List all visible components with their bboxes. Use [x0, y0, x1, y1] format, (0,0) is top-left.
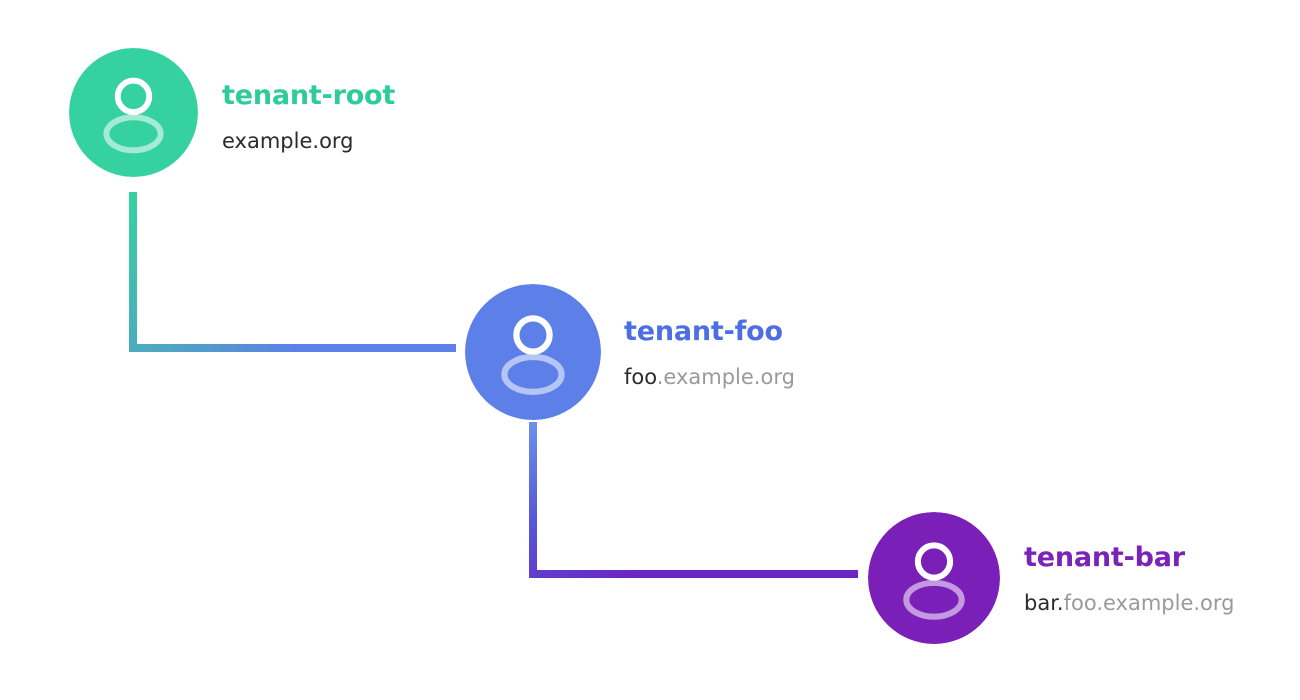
edge-foo-to-bar: [529, 422, 858, 578]
edge-root-to-foo: [129, 192, 456, 352]
node-label-group: tenant-root example.org: [222, 82, 395, 152]
node-domain: example.org: [222, 131, 395, 152]
node-title: tenant-root: [222, 80, 396, 111]
avatar-head-ring: [914, 542, 954, 581]
avatar-head-ring: [114, 77, 153, 116]
node-title: tenant-foo: [624, 316, 783, 347]
node-domain-suffix: foo.example.org: [1063, 591, 1235, 615]
avatar-body-ring: [501, 353, 565, 395]
node-domain-prefix: bar.: [1024, 591, 1064, 615]
user-avatar-icon: [69, 48, 198, 177]
node-domain-prefix: example.org: [222, 129, 354, 153]
node-label-group: tenant-foo foo.example.org: [624, 318, 795, 388]
node-domain: foo.example.org: [624, 367, 795, 388]
node-domain-suffix: .example.org: [656, 365, 795, 389]
avatar-body-ring: [903, 579, 965, 620]
node-domain: bar.foo.example.org: [1024, 593, 1235, 614]
user-avatar-icon: [465, 284, 601, 420]
node-label-group: tenant-bar bar.foo.example.org: [1024, 544, 1235, 614]
node-domain-prefix: foo: [624, 365, 657, 389]
node-title: tenant-bar: [1024, 542, 1185, 573]
avatar-body-ring: [103, 114, 164, 154]
avatar-head-ring: [513, 315, 553, 355]
user-avatar-icon: [868, 512, 1000, 644]
